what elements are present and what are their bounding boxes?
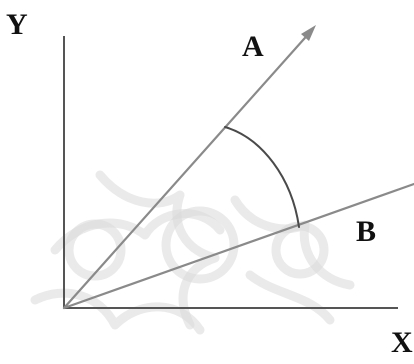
vector-b-line (62, 182, 414, 310)
vector-a-line (62, 28, 314, 310)
angle-arc (224, 126, 300, 228)
vector-a-label: A (242, 30, 264, 63)
x-axis-label: X (391, 326, 413, 359)
vector-b-label: B (356, 215, 376, 248)
vector-a-arrowhead (301, 25, 316, 41)
watermark-ornament (30, 170, 355, 335)
y-axis-label: Y (6, 8, 28, 41)
